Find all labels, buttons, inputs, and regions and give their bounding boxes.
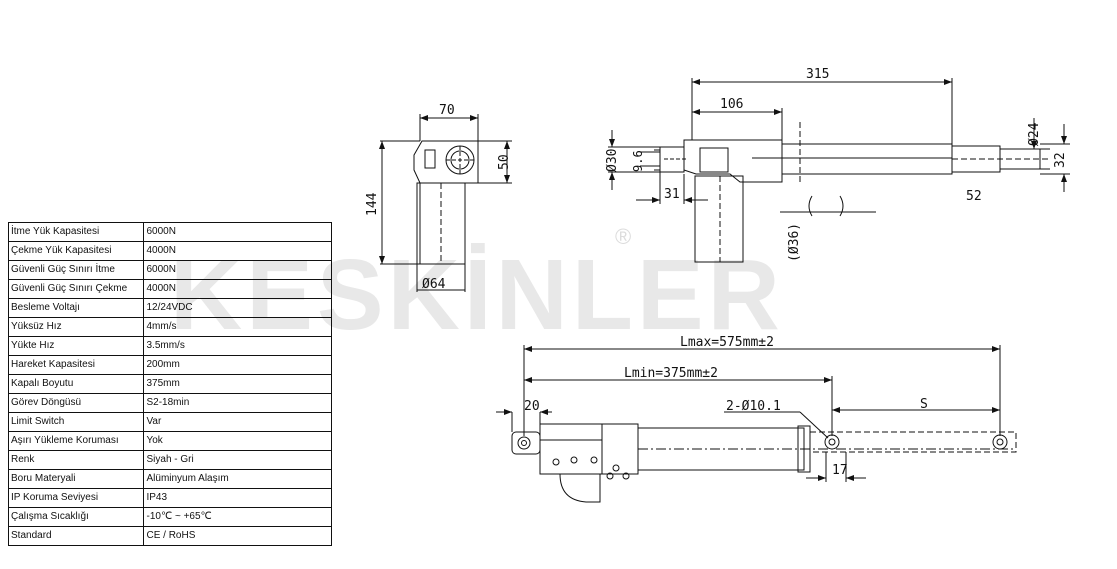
end-total-height-label: 144 bbox=[365, 192, 380, 216]
side-gearbox-label: 106 bbox=[720, 97, 743, 112]
stroke-lmax-label: Lmax=575mm±2 bbox=[680, 335, 774, 350]
side-pin-label: 9.6 bbox=[631, 150, 645, 172]
registered-mark: ® bbox=[615, 224, 636, 249]
stroke-rear-end-label: 20 bbox=[524, 399, 540, 414]
side-total-length-label: 315 bbox=[806, 67, 829, 82]
stroke-label: S bbox=[920, 397, 928, 412]
stroke-view-drawing bbox=[496, 345, 1017, 503]
spec-value: CE / RoHS bbox=[143, 526, 332, 546]
spec-label: Standard bbox=[7, 526, 145, 546]
dimension-labels: 70 50 144 Ø64 315 106 Ø30 9.6 31 (Ø36) Ø… bbox=[365, 67, 1068, 478]
side-rod-end-label: 52 bbox=[966, 189, 982, 204]
side-rod-height-label: 32 bbox=[1053, 152, 1068, 168]
end-view-drawing bbox=[379, 114, 512, 292]
side-rear-dia-label: Ø30 bbox=[605, 149, 620, 172]
stroke-holes-label: 2-Ø10.1 bbox=[726, 399, 781, 414]
end-width-label: 70 bbox=[439, 103, 455, 118]
end-motor-dia-label: Ø64 bbox=[422, 277, 446, 292]
stroke-lmin-label: Lmin=375mm±2 bbox=[624, 366, 718, 381]
end-height-label: 50 bbox=[497, 154, 512, 170]
stroke-front-end-label: 17 bbox=[832, 463, 848, 478]
side-rod-dia-label: Ø24 bbox=[1027, 122, 1042, 146]
side-motor-dia-label: (Ø36) bbox=[787, 223, 802, 262]
side-view-drawing bbox=[608, 78, 1070, 263]
side-rear-offset-label: 31 bbox=[664, 187, 680, 202]
